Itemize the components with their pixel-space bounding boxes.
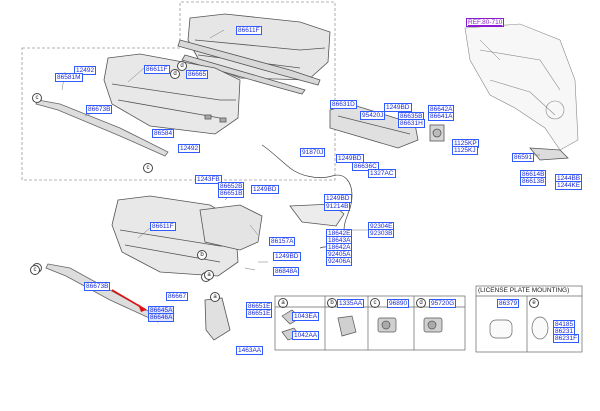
part-label-86231F[interactable]: 86231F: [553, 334, 580, 343]
table-header-c: c: [370, 298, 382, 308]
part-label-1249BD[interactable]: 1249BD: [336, 154, 364, 163]
part-label-1249BD[interactable]: 1249BD: [251, 185, 279, 194]
part-label-1327AC[interactable]: 1327AC: [368, 169, 396, 178]
part-label-91214B[interactable]: 91214B: [324, 202, 351, 211]
part-label-95420J[interactable]: 95420J: [360, 111, 386, 120]
callout-d: d: [177, 61, 187, 71]
part-label-1463AA[interactable]: 1463AA: [236, 346, 264, 355]
callout-c: c: [32, 93, 42, 103]
table-header-a: a: [278, 298, 290, 308]
lower-bracket: [204, 297, 231, 341]
side-cover: [199, 204, 263, 251]
part-label-86584[interactable]: 86584: [152, 129, 175, 138]
part-label-86613B[interactable]: 86613B: [520, 177, 547, 186]
table-header-d: d: [416, 298, 428, 308]
part-label-1042AA[interactable]: 1042AA: [292, 331, 320, 340]
lower-lip-trim-upper: [35, 99, 169, 157]
part-label-1244KE[interactable]: 1244KE: [555, 181, 583, 190]
part-label-1249BD[interactable]: 1249BD: [384, 103, 412, 112]
part-label-86611F[interactable]: 86611F: [144, 65, 170, 74]
part-label-86631D[interactable]: 86631D: [330, 100, 357, 109]
callout-c: c: [30, 265, 40, 275]
part-label-96890[interactable]: 96890: [387, 299, 410, 308]
part-label-1125KJ[interactable]: 1125KJ: [452, 146, 478, 155]
part-label-86379[interactable]: 86379: [497, 299, 520, 308]
part-label-86591[interactable]: 86591: [512, 153, 535, 162]
beam-bracket: [429, 124, 445, 142]
part-label-86848A[interactable]: 86848A: [273, 267, 300, 276]
part-label-86646A[interactable]: 86646A: [148, 313, 175, 322]
part-label-91870J[interactable]: 91870J: [300, 148, 326, 157]
part-label-86651B[interactable]: 86651B: [218, 189, 245, 198]
part-label-12492[interactable]: 12492: [178, 144, 201, 153]
upper-assembly-region: [21, 1, 336, 181]
part-label-86611F[interactable]: 86611F: [150, 222, 176, 231]
quarter-panel-reference: [464, 23, 579, 151]
part-label-86157A[interactable]: 86157A: [269, 237, 296, 246]
part-label-86611F[interactable]: 86611F: [236, 26, 262, 35]
license-plate-box: [475, 285, 583, 353]
part-label-86673B[interactable]: 86673B: [86, 105, 113, 114]
part-label-86665[interactable]: 86665: [186, 70, 209, 79]
table-header-b: b: [327, 298, 339, 308]
callout-a: a: [204, 270, 214, 280]
callout-c: c: [143, 163, 153, 173]
callout-d: d: [170, 69, 180, 79]
part-label-1043EA[interactable]: 1043EA: [292, 312, 320, 321]
part-label-86631H[interactable]: 86631H: [398, 119, 425, 128]
part-label-1249BD[interactable]: 1249BD: [273, 252, 301, 261]
lower-lip-trim-lower: [45, 263, 163, 323]
part-label-86673B[interactable]: 86673B: [84, 282, 111, 291]
reference-label[interactable]: REF.80-710: [466, 18, 505, 27]
part-label-86641A[interactable]: 86641A: [428, 112, 455, 121]
part-label-1335AA[interactable]: 1335AA: [337, 299, 365, 308]
callout-a: a: [210, 292, 220, 302]
highlight-arrow: [111, 289, 147, 312]
license-plate-section-title: (LICENSE PLATE MOUNTING): [478, 287, 570, 294]
part-label-86581M[interactable]: 86581M: [55, 73, 83, 82]
part-label-95720G[interactable]: 95720G: [429, 299, 457, 308]
part-label-92406A[interactable]: 92406A: [326, 257, 353, 266]
part-label-92303B[interactable]: 92303B: [368, 229, 395, 238]
part-label-12492[interactable]: 12492: [74, 66, 97, 75]
side-bracket-right: [529, 147, 569, 161]
part-label-86651E[interactable]: 86651E: [246, 309, 273, 318]
table-header-e: e: [529, 298, 541, 308]
part-label-86636C[interactable]: 86636C: [352, 162, 379, 171]
part-label-86667[interactable]: 86667: [166, 292, 189, 301]
callout-b: b: [197, 250, 207, 260]
part-label-1243FB[interactable]: 1243FB: [195, 175, 222, 184]
bumper-trim-strips: [177, 39, 321, 95]
